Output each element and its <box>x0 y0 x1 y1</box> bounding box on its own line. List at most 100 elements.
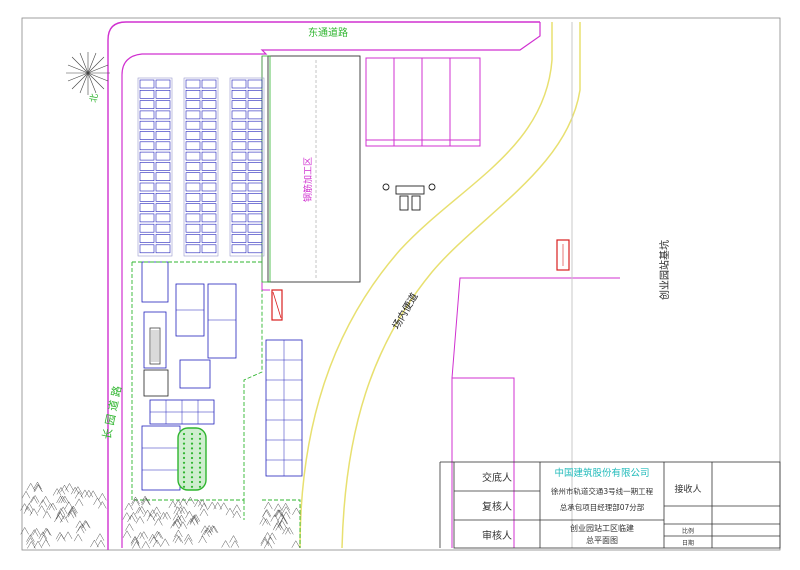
tree-mark <box>135 515 145 524</box>
dorm-room <box>139 100 155 109</box>
tree-mark <box>74 490 84 499</box>
tree-mark <box>174 499 183 508</box>
tree-mark <box>43 528 52 536</box>
court-dot <box>182 466 186 469</box>
tree-mark <box>273 503 283 511</box>
green-court-pattern <box>182 432 202 488</box>
dorm-room <box>185 182 201 192</box>
court-dot <box>190 456 194 460</box>
tree-mark <box>291 540 301 548</box>
red-sign-slash <box>272 291 282 319</box>
dorm-room <box>201 213 217 223</box>
road-outer-edge <box>107 21 540 550</box>
tree-mark <box>73 486 83 494</box>
parking-bays <box>365 57 481 147</box>
dorm-room <box>231 90 247 99</box>
court-dot <box>198 437 202 440</box>
tree-mark <box>67 509 77 518</box>
court-dot <box>190 432 194 436</box>
tree-mark <box>124 502 134 511</box>
tree-mark <box>198 499 207 507</box>
tree-mark <box>154 517 163 526</box>
tree-mark <box>275 509 285 517</box>
dorm-room <box>155 172 171 181</box>
dorm-room <box>185 151 201 161</box>
dorm-room <box>231 131 247 140</box>
dorm-room <box>139 203 155 212</box>
road-label-left: 长 园 道 路 <box>99 384 124 440</box>
tree-mark <box>279 516 288 524</box>
tree-mark <box>281 502 290 511</box>
site-boundary-inner <box>261 56 270 291</box>
tree-mark <box>274 509 284 518</box>
company-name: 中国建筑股份有限公司 <box>554 468 650 479</box>
dorm-room <box>139 141 155 151</box>
tree-mark <box>174 515 183 524</box>
tree-mark <box>54 514 63 523</box>
dorm-room <box>247 90 263 99</box>
office-area <box>141 261 303 491</box>
dorm-room <box>155 141 171 151</box>
dorm-room <box>139 162 155 171</box>
dorm-room <box>201 100 217 109</box>
tree-mark <box>186 517 196 526</box>
dorm-room <box>247 110 263 120</box>
tree-mark <box>184 533 193 542</box>
tree-mark <box>266 536 275 545</box>
road-label-inner: 场内便道 <box>389 290 420 331</box>
tree-mark <box>26 482 35 491</box>
office-partitions <box>142 309 302 476</box>
wash-station <box>382 183 436 211</box>
rebar-shed-outline <box>267 55 361 283</box>
court-dot <box>198 442 202 445</box>
court-dot <box>198 466 202 469</box>
tree-mark <box>213 501 222 510</box>
dorm-room <box>247 172 263 181</box>
court-dot <box>198 432 202 436</box>
tree-mark <box>60 484 69 493</box>
tree-mark <box>63 531 73 539</box>
dorm-room <box>247 244 263 254</box>
tree-mark <box>173 518 182 527</box>
hand-in-label: 交底人 <box>482 473 512 484</box>
tree-mark <box>260 538 270 547</box>
tree-mark <box>281 511 291 519</box>
tree-mark <box>74 498 84 506</box>
dorm-room <box>155 193 171 202</box>
tree-mark <box>41 495 50 504</box>
tree-mark <box>131 498 140 507</box>
tree-mark <box>285 526 294 535</box>
dorm-room <box>201 223 217 233</box>
tree-mark <box>264 501 273 510</box>
court-dot <box>182 461 186 464</box>
site-fence-south <box>262 499 301 548</box>
tree-mark <box>135 506 144 515</box>
dorm-room <box>139 234 155 243</box>
tree-mark <box>37 505 46 513</box>
tree-mark <box>65 482 74 491</box>
tree-mark <box>148 533 157 542</box>
tree-mark <box>225 507 235 516</box>
tree-mark <box>122 512 132 520</box>
dorm-room <box>185 141 201 151</box>
dorm-room <box>231 162 247 171</box>
tree-mark <box>82 520 91 529</box>
tree-mark <box>172 534 182 542</box>
tree-mark <box>201 529 210 538</box>
dorm-room <box>185 100 201 109</box>
tree-mark <box>174 535 184 544</box>
dorm-room <box>201 234 217 243</box>
dorm-room <box>247 193 263 202</box>
court-dot <box>198 447 202 450</box>
dorm-room <box>139 151 155 161</box>
tree-mark <box>125 523 134 531</box>
tree-mark <box>29 508 39 516</box>
dorm-room <box>247 79 263 89</box>
north-label: 北 <box>88 93 100 104</box>
court-dot <box>190 476 194 479</box>
court-dot <box>182 452 186 455</box>
dorm-room <box>185 162 201 171</box>
tree-mark <box>20 503 29 511</box>
tree-mark <box>260 536 270 545</box>
dorm-room <box>155 120 171 130</box>
